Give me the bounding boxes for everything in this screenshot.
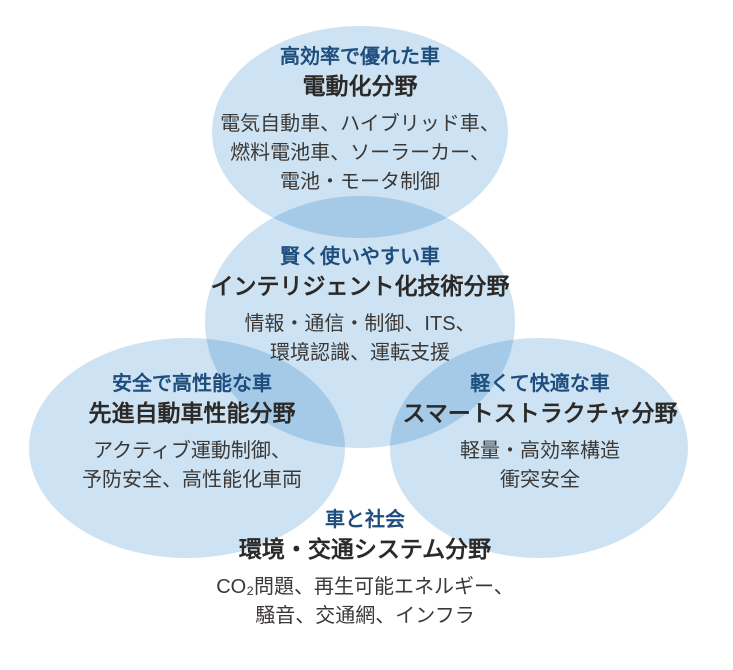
body-line: 衝突安全: [500, 468, 580, 491]
body-line: 電気自動車、ハイブリッド車、: [220, 112, 500, 135]
ellipse-advanced-vehicle-performance: [29, 338, 345, 558]
group-intelligent-technology: 賢く使いやすい車 インテリジェント化技術分野 情報・通信・制御、ITS、 環境認…: [160, 246, 560, 368]
tagline-intelligent-technology: 賢く使いやすい車: [280, 246, 440, 268]
body-line: 情報・通信・制御、ITS、: [244, 312, 476, 335]
body-line: 軽量・高効率構造: [460, 439, 620, 462]
tagline-electrification: 高効率で優れた車: [280, 46, 440, 68]
body-line: CO₂問題、再生可能エネルギー、: [216, 575, 514, 598]
title-intelligent-technology: インテリジェント化技術分野: [210, 273, 510, 299]
group-advanced-vehicle-performance: 安全で高性能な車 先進自動車性能分野 アクティブ運動制御、 予防安全、高性能化車…: [10, 373, 374, 495]
group-smart-structure: 軽くて快適な車 スマートストラクチャ分野 軽量・高効率構造 衝突安全: [355, 373, 725, 495]
group-electrification: 高効率で優れた車 電動化分野 電気自動車、ハイブリッド車、 燃料電池車、ソーラー…: [175, 46, 545, 197]
body-line: 環境認識、運転支援: [270, 341, 450, 364]
title-smart-structure: スマートストラクチャ分野: [402, 400, 678, 426]
body-line: アクティブ運動制御、: [93, 439, 291, 462]
body-line: 予防安全、高性能化車両: [82, 468, 302, 491]
body-line: 騒音、交通網、インフラ: [255, 604, 475, 627]
body-line: 燃料電池車、ソーラーカー、: [230, 141, 490, 164]
tagline-environment-traffic-system: 車と社会: [325, 509, 405, 531]
group-environment-traffic-system: 車と社会 環境・交通システム分野 CO₂問題、再生可能エネルギー、 騒音、交通網…: [145, 509, 585, 631]
body-line: 電池・モータ制御: [280, 170, 440, 193]
title-advanced-vehicle-performance: 先進自動車性能分野: [88, 400, 296, 426]
ellipse-smart-structure: [390, 338, 688, 558]
title-environment-traffic-system: 環境・交通システム分野: [238, 536, 492, 562]
tagline-advanced-vehicle-performance: 安全で高性能な車: [112, 373, 272, 395]
title-electrification: 電動化分野: [302, 73, 418, 99]
tagline-smart-structure: 軽くて快適な車: [470, 373, 610, 395]
